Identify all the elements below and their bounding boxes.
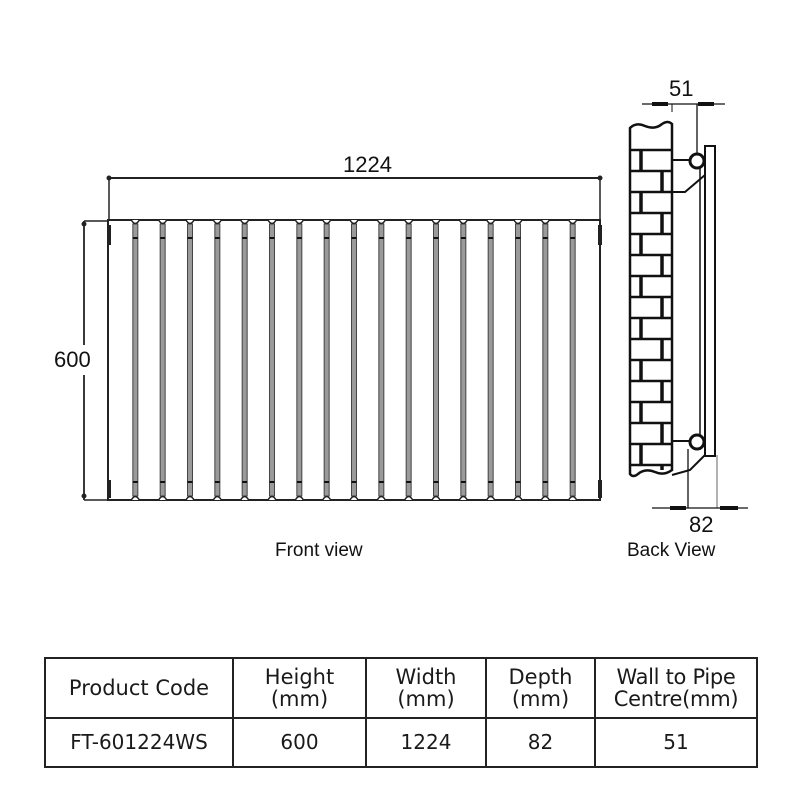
bottom-bracket — [671, 433, 718, 508]
wall-to-pipe-dimension-line — [642, 102, 725, 112]
top-bracket — [672, 104, 706, 193]
cell-width: 1224 — [365, 717, 487, 768]
height-dimension-line — [81, 220, 110, 501]
width-dimension-label: 1224 — [343, 152, 392, 177]
table-row: FT-601224WS 600 1224 82 51 — [44, 717, 758, 768]
height-dimension-label: 600 — [54, 347, 91, 373]
spec-table: Product Code Height(mm) Width(mm) Depth(… — [44, 657, 758, 768]
radiator-technical-drawing — [81, 102, 748, 510]
column-dividers — [130, 219, 578, 501]
header-height: Height(mm) — [232, 657, 367, 719]
brick-wall — [628, 120, 674, 478]
wall-to-pipe-label: 51 — [669, 76, 694, 101]
depth-label: 82 — [689, 512, 714, 537]
header-product-code: Product Code — [44, 657, 234, 719]
cell-wall-to-pipe: 51 — [594, 717, 758, 768]
back-view-caption: Back View — [627, 540, 716, 561]
cell-depth: 82 — [485, 717, 596, 768]
front-view — [81, 175, 603, 501]
header-width: Width(mm) — [365, 657, 487, 719]
front-view-caption: Front view — [275, 540, 363, 561]
cell-product-code: FT-601224WS — [44, 717, 234, 768]
back-view — [628, 102, 748, 510]
table-header-row: Product Code Height(mm) Width(mm) Depth(… — [44, 657, 758, 719]
radiator-side-profile — [699, 145, 716, 457]
header-depth: Depth(mm) — [485, 657, 596, 719]
cell-height: 600 — [232, 717, 367, 768]
